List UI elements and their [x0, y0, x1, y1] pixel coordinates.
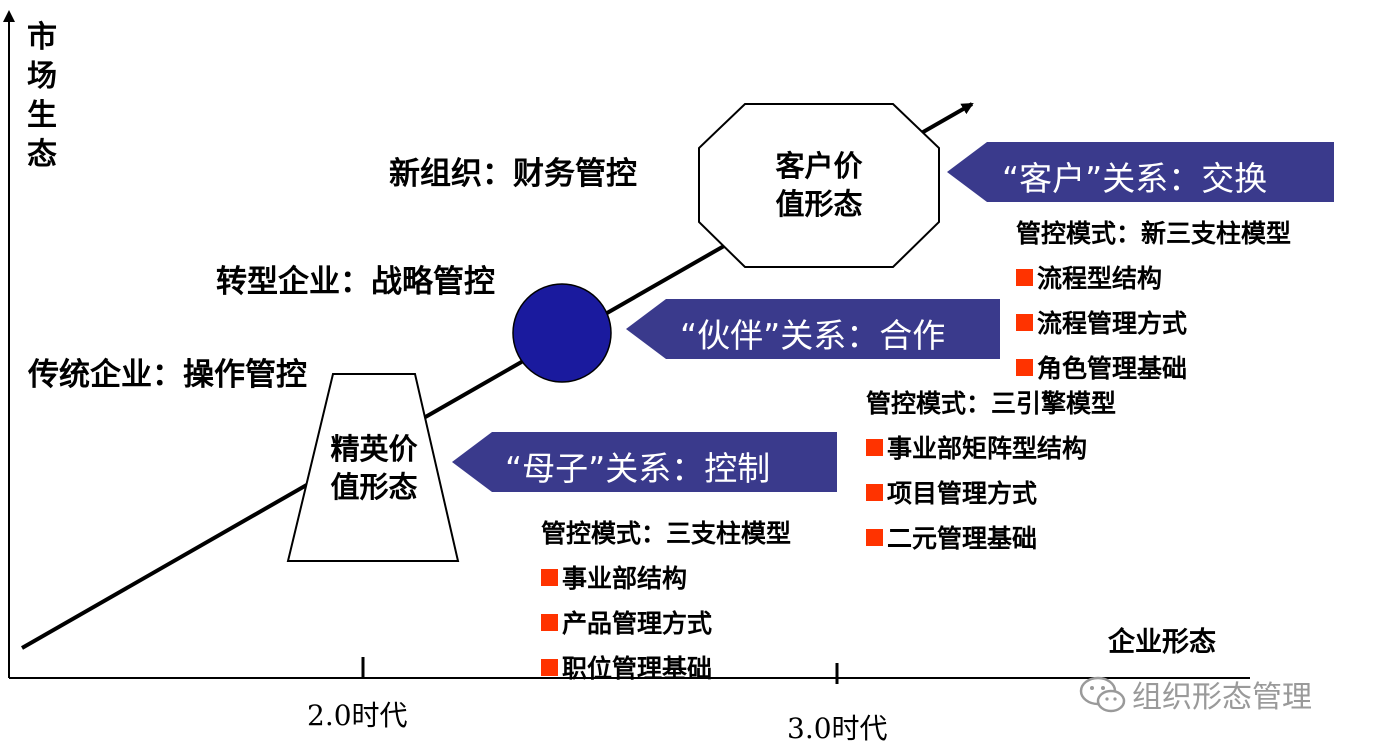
watermark: 组织形态管理 — [1078, 672, 1312, 716]
list-item-label: 二元管理基础 — [887, 524, 1038, 553]
bullet-square-icon — [1016, 358, 1033, 376]
bullet-square-icon — [1016, 313, 1033, 331]
elite-value-text: 精英价 值形态 — [318, 430, 430, 506]
list-item: 角色管理基础 — [1016, 349, 1291, 385]
list-item: 产品管理方式 — [541, 604, 791, 640]
list-item: 事业部矩阵型结构 — [866, 429, 1116, 465]
mode-title: 管控模式：新三支柱模型 — [1016, 219, 1292, 248]
list-item: 流程型结构 — [1016, 259, 1291, 295]
x-axis-label: 企业形态 — [1108, 627, 1216, 658]
customer-line-1: 客户价 — [775, 149, 863, 183]
list-item-label: 产品管理方式 — [562, 609, 713, 638]
mode-three-pillar: 管控模式：三支柱模型 事业部结构 产品管理方式 职位管理基础 — [541, 514, 791, 685]
list-item-label: 项目管理方式 — [887, 479, 1038, 508]
mode-new-three-pillar: 管控模式：新三支柱模型 流程型结构 流程管理方式 角色管理基础 — [1016, 214, 1291, 385]
list-item-label: 事业部结构 — [562, 564, 688, 593]
era-label-3-0: 3.0时代 — [787, 712, 888, 745]
banner-mother-child — [452, 432, 837, 492]
y-axis-char: 市 — [27, 20, 57, 55]
y-axis-char: 态 — [27, 137, 57, 172]
stage-traditional: 传统企业：操作管控 — [28, 357, 307, 393]
banner-partner-text: “伙伴”关系：合作 — [680, 316, 946, 355]
list-item: 职位管理基础 — [541, 649, 791, 685]
banner-mother-child-text: “母子”关系：控制 — [505, 449, 771, 488]
list-item-label: 职位管理基础 — [562, 654, 713, 683]
bullet-square-icon — [541, 658, 558, 676]
list-item: 二元管理基础 — [866, 519, 1116, 555]
bullet-square-icon — [866, 483, 883, 501]
banner-partner — [626, 299, 1000, 359]
stage-new-org: 新组织：财务管控 — [389, 156, 637, 192]
banner-customer-text: “客户”关系：交换 — [1002, 159, 1268, 198]
mode-title: 管控模式：三引擎模型 — [866, 389, 1117, 418]
y-axis-label: 市 场 生 态 — [25, 18, 59, 174]
customer-value-text: 客户价 值形态 — [759, 147, 879, 223]
elite-value-shape — [286, 373, 460, 562]
mode-title: 管控模式：三支柱模型 — [541, 519, 792, 548]
bullet-square-icon — [866, 438, 883, 456]
bullet-square-icon — [1016, 268, 1033, 286]
list-item-label: 流程型结构 — [1037, 264, 1163, 293]
y-axis-char: 生 — [27, 98, 57, 133]
customer-value-shape — [698, 103, 940, 268]
y-axis-char: 场 — [27, 59, 57, 94]
watermark-text: 组织形态管理 — [1132, 680, 1312, 715]
list-item: 事业部结构 — [541, 559, 791, 595]
elite-line-1: 精英价 — [330, 432, 418, 466]
partner-circle — [512, 283, 612, 383]
bullet-square-icon — [541, 568, 558, 586]
list-item: 流程管理方式 — [1016, 304, 1291, 340]
wechat-icon — [1079, 676, 1126, 713]
bullet-square-icon — [866, 528, 883, 546]
customer-line-2: 值形态 — [775, 187, 863, 221]
list-item-label: 角色管理基础 — [1037, 354, 1188, 383]
stage-transforming: 转型企业：战略管控 — [216, 264, 495, 300]
bullet-square-icon — [541, 613, 558, 631]
era-label-2-0: 2.0时代 — [307, 699, 408, 732]
elite-line-2: 值形态 — [330, 470, 418, 504]
banner-customer — [947, 142, 1334, 202]
list-item-label: 事业部矩阵型结构 — [887, 434, 1088, 463]
list-item-label: 流程管理方式 — [1037, 309, 1188, 338]
list-item: 项目管理方式 — [866, 474, 1116, 510]
mode-three-engine: 管控模式：三引擎模型 事业部矩阵型结构 项目管理方式 二元管理基础 — [866, 384, 1116, 555]
